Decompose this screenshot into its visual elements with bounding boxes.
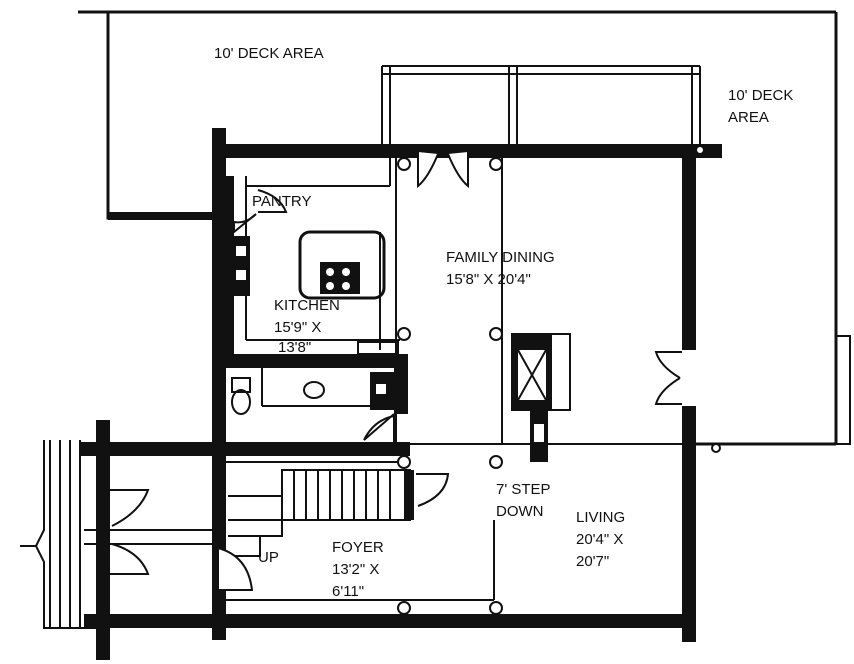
- deck-right-label-line2: AREA: [728, 109, 769, 126]
- doors: [110, 152, 682, 591]
- entry-porch: [20, 440, 216, 629]
- front-door[interactable]: [110, 489, 150, 575]
- living-name: LIVING: [576, 509, 625, 526]
- fireplace: [511, 333, 571, 462]
- interior-lines: [226, 158, 720, 601]
- deck-railings: [381, 65, 701, 150]
- room-labels: 10' DECK AREA 10' DECK AREA PANTRY FAMIL…: [214, 45, 793, 600]
- foyer-closet-door[interactable]: [416, 473, 450, 507]
- foyer-door[interactable]: [217, 546, 254, 591]
- kitchen-size-line1: 15'9" X: [274, 319, 321, 336]
- stairs-up-label: UP: [258, 549, 279, 566]
- deck-right-label-line1: 10' DECK: [728, 87, 793, 104]
- family-dining-name: FAMILY DINING: [446, 249, 555, 266]
- living-size-line1: 20'4" X: [576, 531, 623, 548]
- foyer-name: FOYER: [332, 539, 384, 556]
- kitchen-size-line2: 13'8": [278, 339, 311, 356]
- living-size-line2: 20'7": [576, 553, 609, 570]
- deck-top-label: 10' DECK AREA: [214, 45, 324, 62]
- kitchen-walls: [226, 158, 408, 414]
- pantry-label: PANTRY: [252, 193, 311, 210]
- exterior-walls: [80, 128, 722, 660]
- step-down-line1: 7' STEP: [496, 481, 551, 498]
- posts: [397, 145, 721, 615]
- bath-door[interactable]: [363, 413, 395, 444]
- pantry-door[interactable]: [257, 189, 288, 213]
- family-dining-size: 15'8" X 20'4": [446, 271, 531, 288]
- deck-outline: [78, 10, 851, 446]
- foyer-size-line1: 13'2" X: [332, 561, 379, 578]
- deck-door-top[interactable]: [417, 152, 469, 189]
- foyer-size-line2: 6'11": [332, 583, 364, 600]
- step-down-line2: DOWN: [496, 503, 544, 520]
- stairs: [228, 469, 414, 557]
- kitchen-name: KITCHEN: [274, 297, 340, 314]
- bathroom: [231, 368, 394, 415]
- kitchen-island: [298, 230, 399, 355]
- pantry-door-2[interactable]: [233, 213, 257, 235]
- deck-door-right[interactable]: [654, 351, 682, 405]
